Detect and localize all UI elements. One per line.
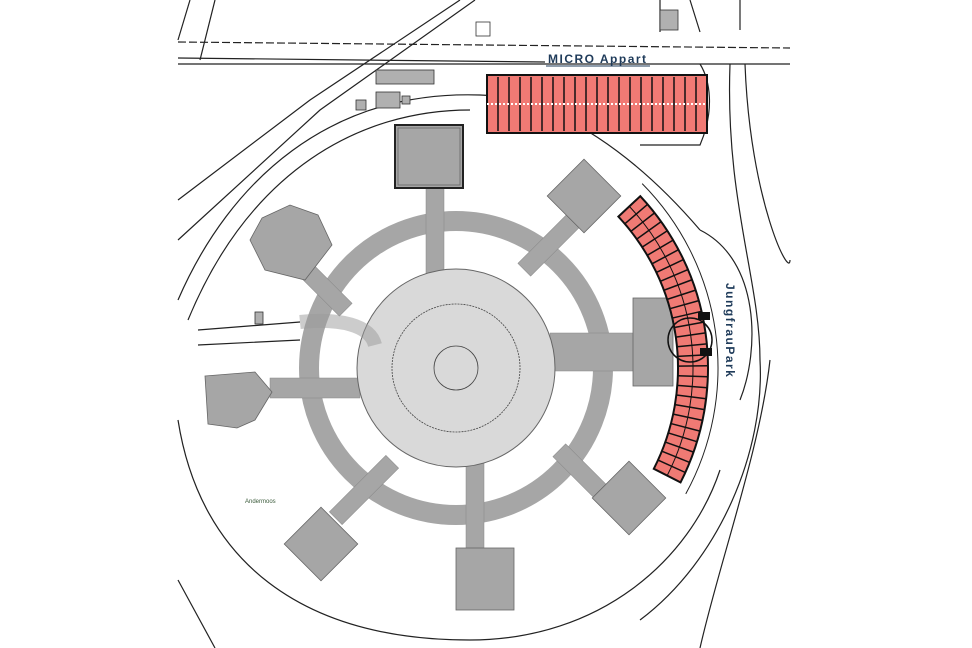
central-complex [204, 124, 674, 611]
micro-appart-building [486, 74, 708, 134]
central-plaza [356, 268, 556, 468]
jungfraupark-label: JungfrauPark [723, 283, 737, 378]
andermoos-label: Andermoos [245, 499, 276, 505]
jungfraupark-building [616, 183, 719, 495]
micro-appart-label: MICRO Appart [548, 52, 648, 66]
small-buildings [254, 9, 679, 325]
existing-buildings [204, 124, 674, 611]
road-lines [177, 0, 791, 648]
